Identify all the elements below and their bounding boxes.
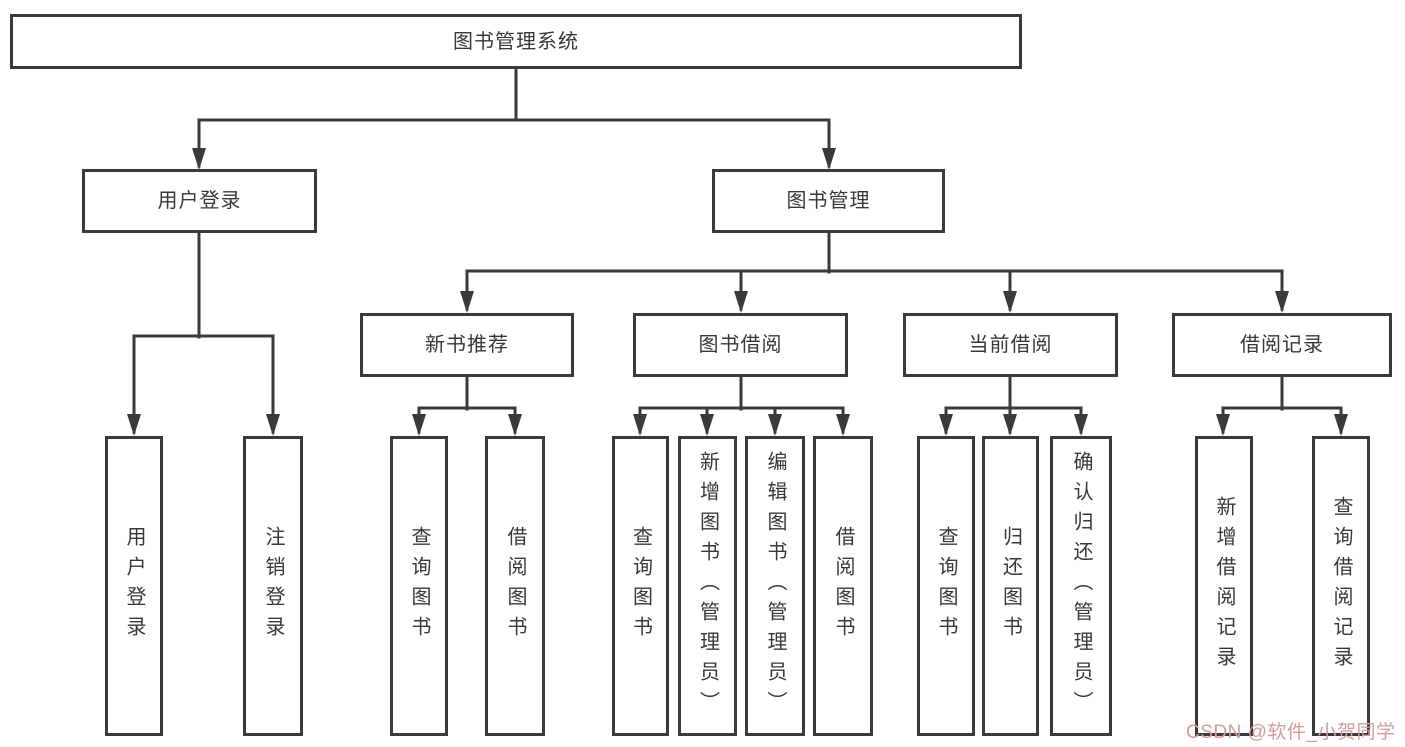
leaf-user-login: 用户登录 <box>105 436 163 736</box>
node-book-borrowing: 图书借阅 <box>633 313 848 377</box>
leaf-add-books-admin: 新增图书（管理员） <box>678 436 737 736</box>
node-borrowing-records: 借阅记录 <box>1172 313 1392 377</box>
leaf-borrow-books-borrowing: 借阅图书 <box>813 436 873 736</box>
leaf-logout: 注销登录 <box>243 436 303 736</box>
leaf-return-books: 归还图书 <box>982 436 1039 736</box>
leaf-query-books-current: 查询图书 <box>917 436 975 736</box>
arrowhead-down-icons <box>127 148 1348 436</box>
leaf-query-borrow-record: 查询借阅记录 <box>1312 436 1370 736</box>
node-root: 图书管理系统 <box>10 14 1022 69</box>
leaf-query-books-recommend: 查询图书 <box>390 436 448 736</box>
leaf-edit-books-admin: 编辑图书（管理员） <box>745 436 805 736</box>
leaf-confirm-return-admin: 确认归还（管理员） <box>1050 436 1112 736</box>
connector-lines <box>132 67 1343 434</box>
leaf-borrow-books-recommend: 借阅图书 <box>485 436 545 736</box>
node-book-management: 图书管理 <box>712 169 945 233</box>
leaf-query-books-borrowing: 查询图书 <box>612 436 669 736</box>
node-current-borrowing: 当前借阅 <box>903 313 1118 377</box>
watermark: CSDN @软件_小贺同学 <box>1186 722 1396 743</box>
node-user-login: 用户登录 <box>82 169 317 233</box>
leaf-add-borrow-record: 新增借阅记录 <box>1195 436 1253 736</box>
node-new-book-recommend: 新书推荐 <box>360 313 574 377</box>
